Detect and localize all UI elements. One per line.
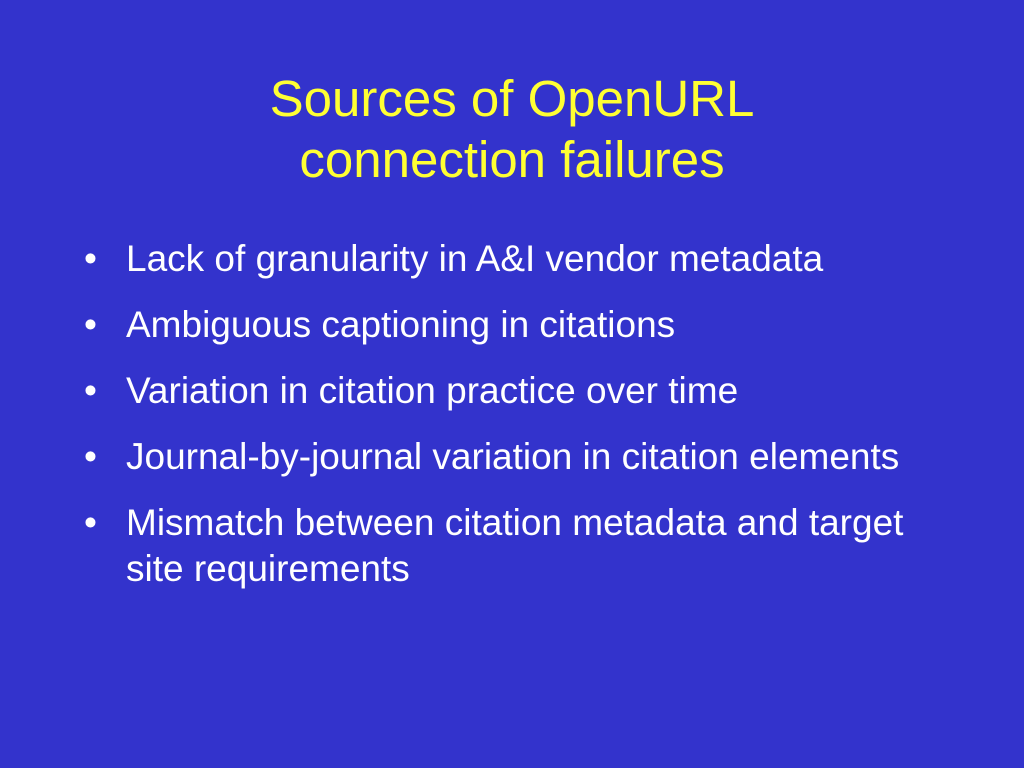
slide-title-line-1: Sources of OpenURL	[269, 70, 755, 127]
bullet-item-journal-variation: • Journal-by-journal variation in citati…	[82, 434, 922, 480]
bullet-text: Mismatch between citation metadata and t…	[126, 502, 904, 589]
bullet-item-lack-of-granularity: • Lack of granularity in A&I vendor meta…	[82, 236, 922, 282]
slide-title: Sources of OpenURL connection failures	[0, 68, 1024, 190]
bullet-icon: •	[84, 304, 97, 345]
bullet-item-ambiguous-captioning: • Ambiguous captioning in citations	[82, 302, 922, 348]
bullet-item-metadata-mismatch: • Mismatch between citation metadata and…	[82, 500, 922, 592]
bullet-text: Variation in citation practice over time	[126, 370, 739, 411]
bullet-text: Lack of granularity in A&I vendor metada…	[126, 238, 824, 279]
bullet-text: Journal-by-journal variation in citation…	[126, 436, 900, 477]
bullet-item-variation-over-time: • Variation in citation practice over ti…	[82, 368, 922, 414]
bullet-icon: •	[84, 502, 97, 543]
bullet-icon: •	[84, 370, 97, 411]
bullet-icon: •	[84, 238, 97, 279]
bullet-list: • Lack of granularity in A&I vendor meta…	[82, 236, 922, 612]
slide-title-line-2: connection failures	[299, 131, 725, 188]
bullet-icon: •	[84, 436, 97, 477]
bullet-text: Ambiguous captioning in citations	[126, 304, 676, 345]
